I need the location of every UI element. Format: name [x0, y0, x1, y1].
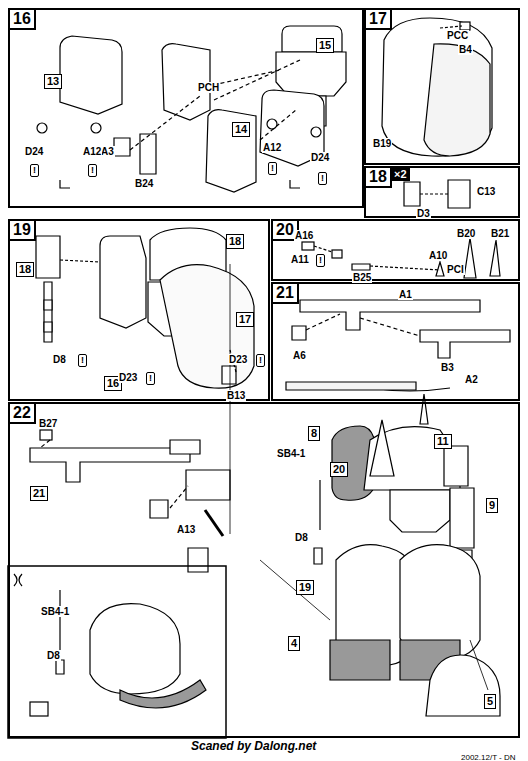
- part-label: D8: [52, 354, 67, 365]
- callout-number: 5: [487, 695, 493, 708]
- callout-number: 19: [299, 581, 311, 594]
- part-label: B3: [440, 362, 455, 373]
- part-label: A13: [176, 524, 196, 535]
- part-label: B24: [134, 178, 154, 189]
- step-panel: 22 21 20 8 11 9 19 4 5: [8, 402, 520, 738]
- part-label: B13: [226, 390, 246, 401]
- part-label: B21: [490, 228, 510, 239]
- footer-note: Scaned by Dalong.net: [190, 741, 317, 752]
- callout-box: 18: [226, 234, 244, 249]
- part-label: B19: [372, 138, 392, 149]
- callout-number: 21: [33, 487, 45, 500]
- panel19-art: [36, 228, 254, 388]
- callout-number: 15: [319, 39, 331, 52]
- callout-box: 5: [484, 694, 496, 709]
- part-label: D24: [310, 152, 330, 163]
- caution-mark: !: [256, 354, 265, 367]
- step-number: 16: [10, 10, 36, 30]
- callout-box: 13: [44, 74, 62, 89]
- part-label: D3: [416, 208, 431, 219]
- panel20-art: [302, 238, 500, 278]
- panel16-art: [37, 26, 346, 192]
- callout-box: 21: [30, 486, 48, 501]
- callout-box: 20: [330, 462, 348, 477]
- part-label: SB4-1: [276, 448, 306, 459]
- callout-number: 20: [333, 463, 345, 476]
- part-label: A16: [294, 230, 314, 241]
- caution-mark: !: [30, 164, 39, 177]
- callout-box: 19: [296, 580, 314, 595]
- callout-number: 11: [437, 435, 449, 448]
- panel21-art: [286, 300, 510, 391]
- step-number: 19: [10, 221, 36, 241]
- step-number: 22: [10, 404, 36, 424]
- callout-number: 14: [235, 123, 247, 136]
- panel17-art: [382, 18, 492, 156]
- caution-mark: !: [78, 354, 87, 367]
- part-label: PCH: [197, 82, 220, 93]
- step-number: 21: [273, 284, 299, 304]
- part-label: A10: [428, 250, 448, 261]
- part-label: B25: [352, 272, 372, 283]
- panel18-art: [404, 180, 470, 208]
- step-panel: 16 15 13 14: [8, 8, 364, 208]
- part-label: B27: [38, 418, 58, 429]
- caution-mark: !: [146, 372, 155, 385]
- part-label: D24: [24, 146, 44, 157]
- part-label: A12: [82, 146, 102, 157]
- callout-box: 8: [308, 426, 320, 441]
- callout-box: 14: [232, 122, 250, 137]
- part-label: B4: [458, 44, 473, 55]
- part-label: D8: [294, 532, 309, 543]
- caution-mark: !: [88, 164, 97, 177]
- part-label: A6: [292, 350, 307, 361]
- step-panel: 1918181617: [8, 219, 270, 401]
- callout-box: 15: [316, 38, 334, 53]
- part-label: PCC: [446, 30, 469, 41]
- step-number: 18: [366, 168, 392, 188]
- part-label: A1: [398, 289, 413, 300]
- callout-box: 17: [236, 312, 254, 327]
- callout-number: 4: [291, 637, 297, 650]
- part-label: D23: [118, 372, 138, 383]
- footer-note: 2002.12/T - DN: [460, 752, 517, 761]
- part-label: ×2: [391, 168, 410, 181]
- callout-number: 18: [229, 235, 241, 248]
- caution-mark: !: [318, 172, 327, 185]
- callout-number: 8: [311, 427, 317, 440]
- step-number: 17: [366, 10, 392, 30]
- part-label: C13: [476, 186, 496, 197]
- part-label: SB4-1: [40, 606, 70, 617]
- callout-box: 18: [16, 262, 34, 277]
- callout-number: 18: [19, 263, 31, 276]
- callout-box: 4: [288, 636, 300, 651]
- part-label: D23: [228, 354, 248, 365]
- callout-number: 9: [489, 499, 495, 512]
- callout-number: 13: [47, 75, 59, 88]
- part-label: D8: [46, 650, 61, 661]
- part-label: A2: [464, 374, 479, 385]
- caution-mark: !: [316, 254, 325, 267]
- part-label: A11: [290, 254, 310, 265]
- panel22-art: [8, 264, 500, 738]
- callout-box: 11: [434, 434, 452, 449]
- step-panel: 21: [271, 282, 520, 401]
- step-panel: 20: [271, 219, 520, 281]
- callout-number: 17: [239, 313, 251, 326]
- step-panel: 18: [364, 166, 520, 218]
- part-label: B20: [456, 228, 476, 239]
- caution-mark: !: [268, 162, 277, 175]
- part-label: A12: [262, 142, 282, 153]
- callout-box: 9: [486, 498, 498, 513]
- part-label: PCI: [446, 264, 465, 275]
